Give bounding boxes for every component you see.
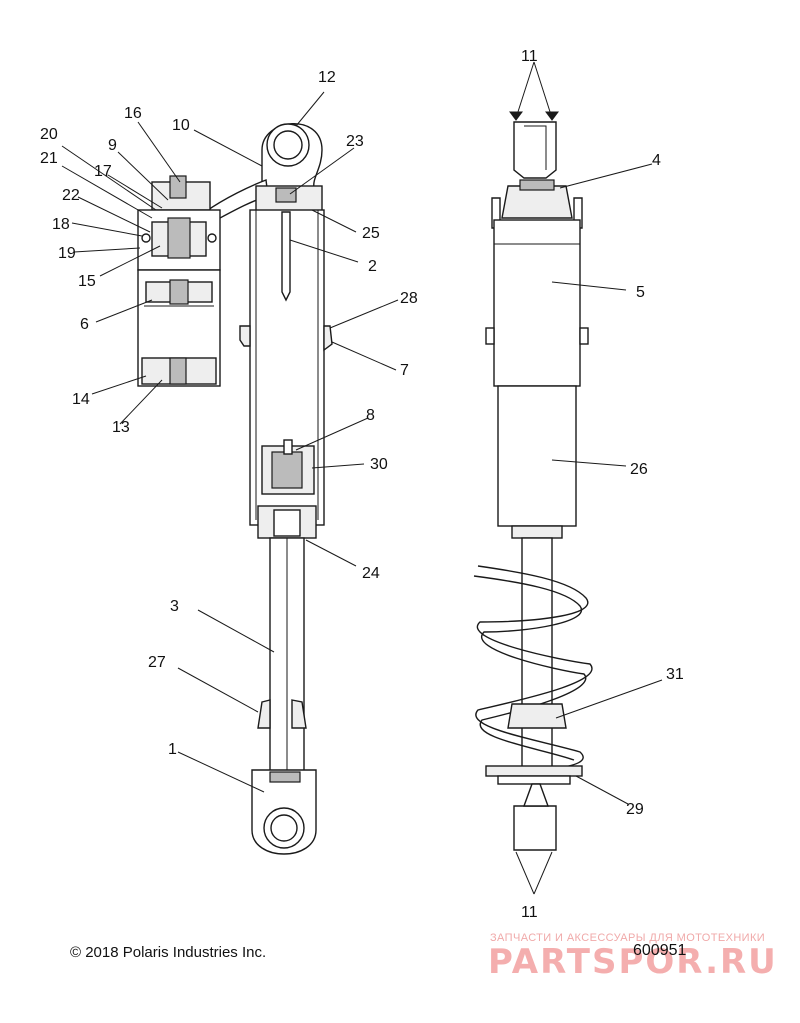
right-shock-assembled	[473, 121, 593, 851]
callout-29: 29	[626, 801, 644, 818]
body-cap-nut	[275, 187, 297, 203]
watermark-logo: PARTSPOR.RU	[488, 942, 778, 982]
callout-17: 17	[94, 163, 112, 180]
spring-seat-29	[485, 765, 583, 777]
reservoir-oring-19	[141, 233, 151, 243]
callout-5: 5	[636, 284, 645, 301]
callout-25: 25	[362, 225, 380, 242]
callout-11-top: 11	[521, 48, 538, 65]
callout-27: 27	[148, 654, 166, 671]
reservoir-valve-core	[167, 217, 191, 259]
callout-9: 9	[108, 137, 117, 154]
top-clevis-inner	[524, 125, 547, 170]
callout-2: 2	[368, 258, 377, 275]
callout-26: 26	[630, 461, 648, 478]
callout-13: 13	[112, 419, 130, 436]
main-body-tab-left	[485, 327, 495, 345]
callout-16: 16	[124, 105, 142, 122]
callout-14: 14	[72, 391, 90, 408]
callout-11-bottom: 11	[521, 904, 538, 921]
bottom-clevis-nose	[523, 783, 549, 807]
callout-4: 4	[652, 152, 661, 169]
leader-lines	[61, 61, 663, 895]
coil-spring	[475, 565, 593, 772]
top-clevis	[513, 121, 557, 179]
reservoir-valve-16	[169, 175, 187, 199]
callout-6: 6	[80, 316, 89, 333]
bottom-eyelet-shaft-joint	[269, 771, 301, 783]
callout-24: 24	[362, 565, 380, 582]
callout-31: 31	[666, 666, 684, 683]
callout-30: 30	[370, 456, 388, 473]
body-tab-left	[239, 325, 251, 347]
callout-labels: 11 12 16 10 20 9 23 21 4 17 22 18 25 19 …	[40, 48, 684, 921]
bottom-out-bumper-right	[291, 699, 307, 729]
piston-stack	[271, 451, 303, 489]
copyright-notice: © 2018 Polaris Industries Inc.	[70, 944, 267, 961]
piston-nut	[283, 439, 293, 455]
callout-10: 10	[172, 117, 190, 134]
callout-12: 12	[318, 69, 336, 86]
body-tab-right	[323, 325, 333, 352]
left-shock-cutaway	[137, 123, 333, 855]
bottom-out-bumper-left	[257, 699, 271, 729]
preload-adjuster-top	[519, 179, 555, 191]
reservoir-oring-18	[207, 233, 217, 243]
seal-head-inner	[273, 509, 301, 537]
callout-3: 3	[170, 598, 179, 615]
lower-body-26	[497, 385, 577, 527]
lower-body-collar	[511, 525, 563, 539]
callout-20: 20	[40, 126, 58, 143]
shaft-needle	[281, 211, 291, 302]
coil-spring-back	[473, 575, 587, 761]
bottom-clevis	[513, 805, 557, 851]
reservoir-ifp-center	[169, 279, 189, 305]
callout-1: 1	[168, 741, 177, 758]
main-body-5	[493, 219, 581, 387]
callout-18: 18	[52, 216, 70, 233]
figure-number: 600951	[633, 942, 687, 959]
watermark-tagline: ЗАПЧАСТИ И АКСЕССУАРЫ ДЛЯ МОТОТЕХНИКИ	[490, 932, 766, 944]
callout-28: 28	[400, 290, 418, 307]
spring-seat-lower	[497, 775, 571, 785]
preload-adjuster	[501, 185, 573, 219]
bottom-eyelet-bushing-inner	[270, 814, 298, 842]
callout-21: 21	[40, 150, 58, 167]
callout-22: 22	[62, 187, 80, 204]
callout-8: 8	[366, 407, 375, 424]
reservoir-valve-14	[169, 357, 187, 385]
right-bumper	[507, 703, 567, 729]
callout-7: 7	[400, 362, 409, 379]
top-eyelet-bushing-inner	[273, 130, 303, 160]
callout-19: 19	[58, 245, 76, 262]
callout-15: 15	[78, 273, 96, 290]
callout-23: 23	[346, 133, 364, 150]
main-body-tab-right	[579, 327, 589, 345]
